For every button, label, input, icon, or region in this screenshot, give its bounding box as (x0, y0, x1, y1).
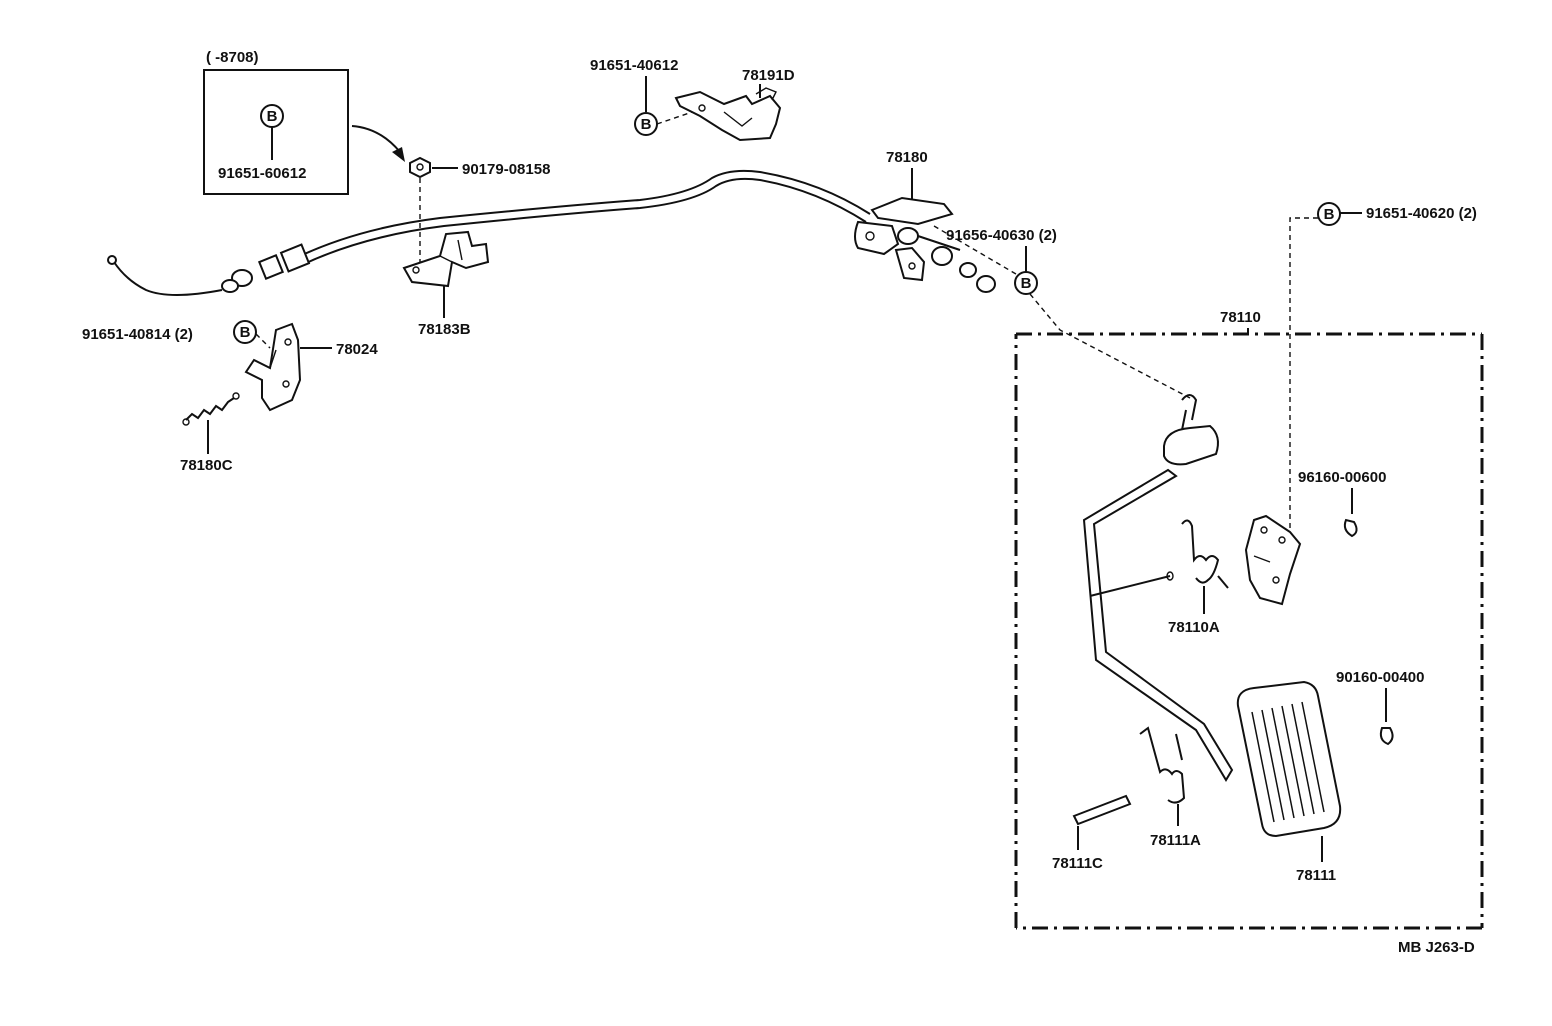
bolt-91651-40620-callout: 91651-40620 (2) (1366, 205, 1477, 222)
inset-arrow-head (392, 147, 405, 162)
bracket-78191d-callout: 78191D (742, 67, 795, 84)
bolt-91656-callout: 91656-40630 (2) (946, 227, 1057, 244)
pin-78111c-part (1072, 794, 1132, 826)
pedal-bracket-plate-part (1244, 514, 1302, 606)
bolt-91651-40814-badge-letter: B (240, 324, 251, 341)
bracket-78024-part (244, 322, 302, 412)
cable-to-pedal-dashed-line (1029, 293, 1191, 399)
pedal-arm-part (1082, 394, 1234, 782)
bolt-91651-40620-badge-letter: B (1324, 206, 1335, 223)
bracket-78183b-part (402, 230, 490, 288)
bolt-91656-dashed-line (933, 225, 1017, 275)
pin-78111c-callout: 78111C (1052, 855, 1103, 872)
inset-bolt-badge: B (260, 104, 284, 128)
spring-78111a-callout: 78111A (1150, 832, 1201, 849)
bracket-78024-callout: 78024 (336, 341, 378, 358)
spring-78110a-part (1181, 519, 1229, 589)
nut-part (409, 156, 431, 179)
nut-callout: 90179-08158 (462, 161, 550, 178)
pedal-assy-callout: 78110 (1220, 309, 1261, 326)
inset-badge-letter: B (267, 108, 278, 125)
inset-part-no: 91651-60612 (218, 165, 306, 182)
spring-78180c-part (182, 392, 240, 426)
bolt-top-callout: 91651-40612 (590, 57, 678, 74)
pad-78111-callout: 78111 (1296, 867, 1336, 884)
inset-range-label: ( -8708) (206, 49, 259, 66)
bracket-78191d-part (674, 87, 782, 142)
pedal-pad-78111-part (1236, 680, 1342, 838)
bolt-top-badge: B (634, 112, 658, 136)
bracket-78183b-callout: 78183B (418, 321, 471, 338)
inset-box: ( -8708) B 91651-60612 (203, 49, 349, 195)
clip-90160-part (1379, 727, 1394, 746)
clip-90160-callout: 90160-00400 (1336, 669, 1424, 686)
bolt-91651-40814-badge: B (233, 320, 257, 344)
inset-arrow (351, 125, 401, 153)
inset-frame (203, 69, 349, 195)
spring-78111a-part (1139, 726, 1186, 804)
bracket-78180-callout: 78180 (886, 149, 928, 166)
bracket-78180-part (854, 196, 996, 293)
bolt-91656-badge: B (1014, 271, 1038, 295)
bolt-91656-badge-letter: B (1021, 275, 1032, 292)
clip-96160-callout: 96160-00600 (1298, 469, 1386, 486)
pedal-assy-frame (1014, 332, 1484, 930)
clip-96160-part (1343, 518, 1358, 538)
bolt-91651-40814-callout: 91651-40814 (2) (82, 326, 193, 343)
bolt-91651-40814-dashed-line (255, 333, 271, 349)
spring-78110a-callout: 78110A (1168, 619, 1220, 636)
bolt-top-badge-letter: B (641, 116, 652, 133)
throttle-cable (107, 169, 871, 296)
bolt-91651-40620-badge: B (1317, 202, 1341, 226)
diagram-code: MB J263-D (1398, 939, 1475, 956)
bolt-91651-40620-dashed-line (1289, 217, 1318, 538)
spring-78180c-callout: 78180C (180, 457, 233, 474)
